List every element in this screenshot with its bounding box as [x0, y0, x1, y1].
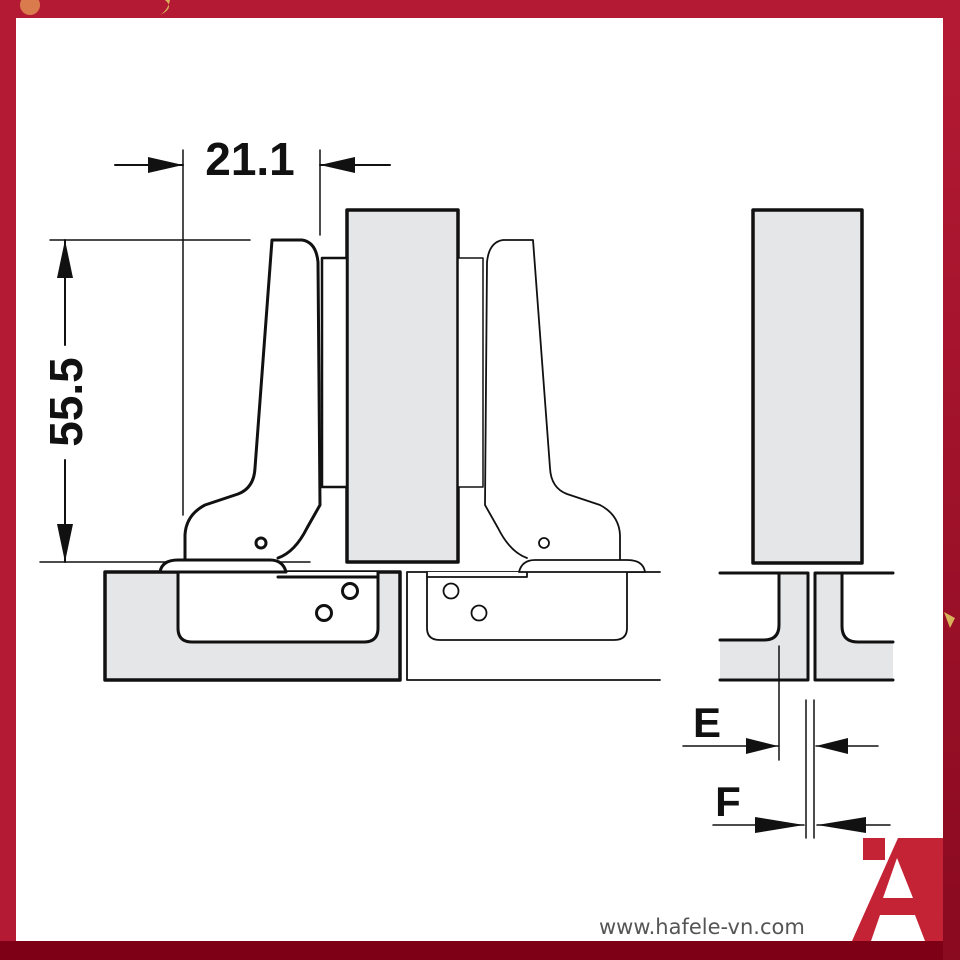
dimension-gap-e	[682, 645, 879, 761]
cabinet-panel-detail-left	[718, 571, 810, 682]
cabinet-panel-detail-right	[813, 571, 895, 682]
mounting-plate-right	[457, 257, 484, 488]
gap-e-label: E	[693, 699, 721, 746]
dimension-gap-f	[712, 699, 891, 839]
screw-hole	[470, 604, 488, 622]
hinge-cup-right	[426, 571, 628, 641]
gap-f-label: F	[715, 778, 741, 825]
frame-border-right	[943, 0, 960, 960]
dimension-width-21-1	[114, 149, 391, 516]
hinge-arm-left	[158, 238, 322, 574]
screw-hole	[341, 582, 359, 600]
screw-hole	[442, 582, 460, 600]
hafele-logo	[852, 838, 943, 941]
mounting-plate-left	[320, 256, 349, 489]
width-dimension-label: 21.1	[205, 133, 295, 185]
confetti-decoration	[944, 612, 955, 628]
frame-border-bottom	[0, 941, 960, 960]
confetti-decoration	[20, 0, 40, 15]
website-url: www.hafele-vn.com	[599, 915, 805, 939]
door-panel-detail	[751, 208, 864, 565]
height-dimension-label: 55.5	[40, 357, 92, 447]
hinge-cup-left	[176, 570, 380, 644]
confetti-decoration	[160, 0, 170, 15]
screw-hole	[315, 604, 333, 622]
hinge-arm-right	[484, 239, 646, 573]
door-panel-left	[345, 208, 460, 564]
cup-flange-right	[426, 571, 528, 578]
